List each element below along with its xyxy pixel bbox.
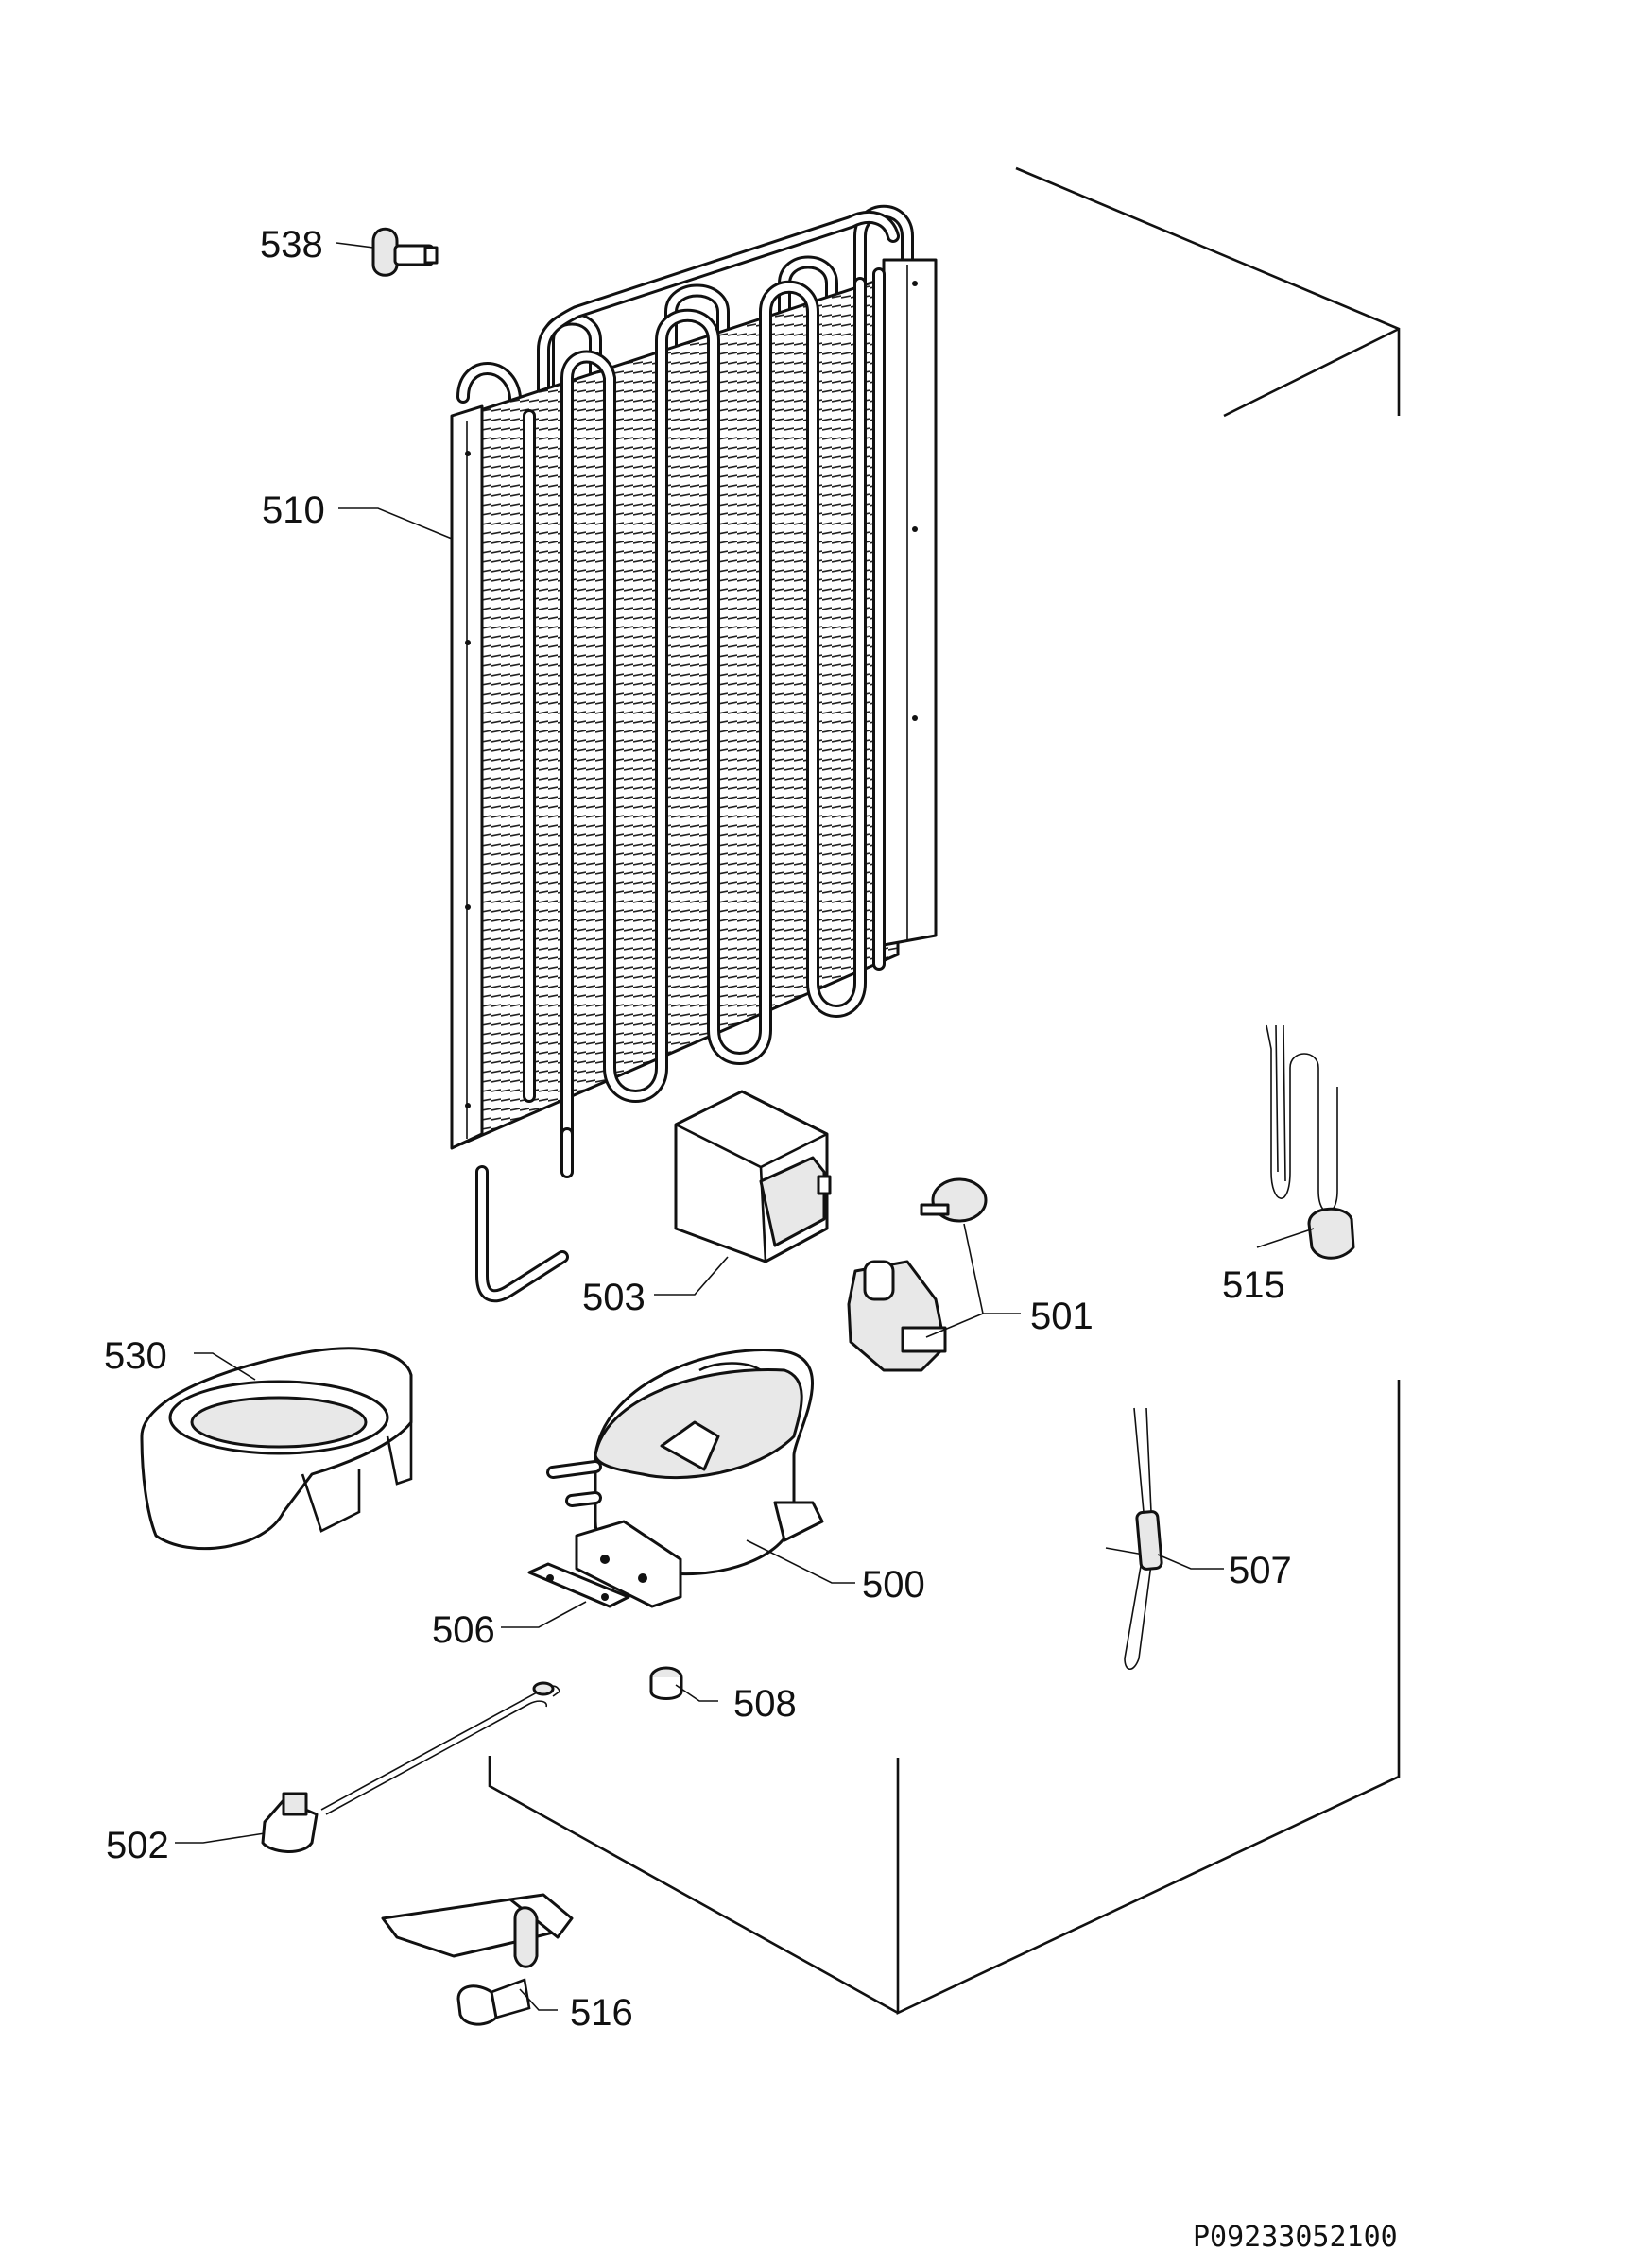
label-503: 503 <box>582 1277 646 1318</box>
label-507: 507 <box>1229 1550 1292 1591</box>
part-515-power-cord <box>1266 1024 1355 1260</box>
label-502: 502 <box>106 1825 169 1866</box>
part-508-grommet <box>649 1666 683 1700</box>
label-510: 510 <box>262 490 325 531</box>
label-506: 506 <box>432 1609 495 1651</box>
label-538: 538 <box>260 224 323 266</box>
part-501-relay <box>847 1177 988 1372</box>
label-515: 515 <box>1222 1264 1285 1306</box>
part-538-clip <box>371 227 439 277</box>
part-530-tray <box>140 1347 413 1551</box>
part-516-bracket <box>381 1893 574 2026</box>
label-516: 516 <box>570 1992 633 2034</box>
part-500-compressor <box>546 1349 824 1608</box>
part-507-sensor <box>1105 1407 1163 1671</box>
leader-lines <box>175 242 1315 2011</box>
label-530: 530 <box>104 1335 167 1377</box>
label-508: 508 <box>733 1683 797 1725</box>
condenser-510 <box>450 204 938 1303</box>
part-503-relay-box <box>674 1090 832 1263</box>
part-502-capacitor <box>261 1681 560 1853</box>
drawing-code: P09233052100 <box>1193 2221 1398 2254</box>
part-506-plate <box>527 1562 630 1608</box>
cabinet-outline <box>488 166 1401 2016</box>
label-500: 500 <box>862 1564 925 1606</box>
part-labels: 538 510 503 501 515 530 500 506 507 508 … <box>104 224 1398 2254</box>
label-501: 501 <box>1030 1296 1094 1337</box>
